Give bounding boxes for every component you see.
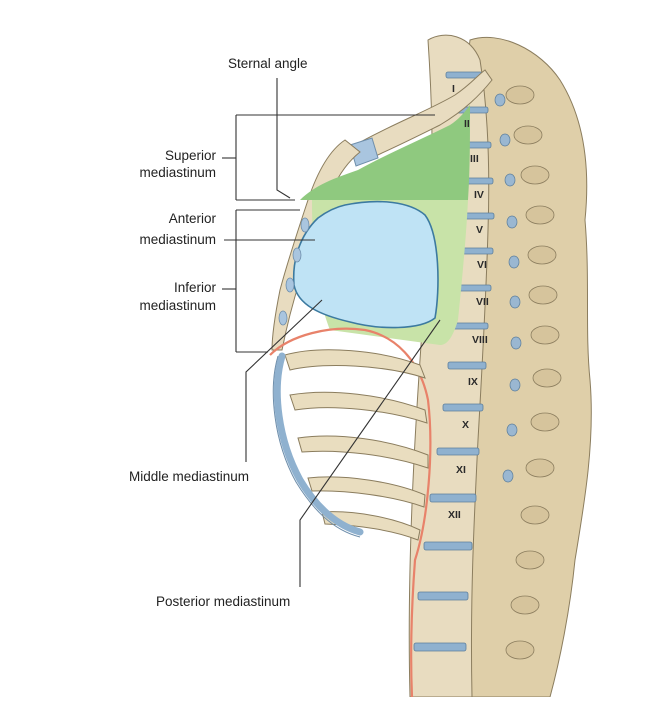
- rib: [284, 349, 426, 379]
- anterior-mediastinum-label: Anterior: [169, 211, 217, 226]
- facet-knob: [513, 125, 543, 145]
- vertebra-label-xi: XI: [456, 464, 466, 476]
- foramen: [506, 215, 518, 229]
- facet-knob: [528, 285, 558, 305]
- middle-mediastinum-label: Middle mediastinum: [129, 469, 249, 484]
- labels: Sternal angle Superior mediastinum Anter…: [129, 56, 308, 609]
- anterior-mediastinum-label-2: mediastinum: [139, 232, 216, 247]
- foramen: [509, 378, 521, 392]
- facet-knob: [515, 550, 545, 570]
- middle-mediastinum-region: [292, 200, 439, 329]
- vertebra-label-vii: VII: [476, 296, 489, 308]
- vertebra-label-viii: VIII: [472, 334, 488, 346]
- foramen: [506, 423, 518, 437]
- foramen: [504, 173, 516, 187]
- vertebra-label-ii: II: [464, 118, 470, 130]
- foramen: [509, 295, 521, 309]
- vertebra-label-xii: XII: [448, 509, 461, 521]
- rib: [321, 511, 421, 541]
- sternal-angle-label: Sternal angle: [228, 56, 308, 71]
- facet-knob: [520, 505, 550, 525]
- facet-knob: [527, 245, 557, 265]
- vertebral-column: [408, 34, 592, 698]
- annotation-lines: [222, 78, 441, 587]
- clavicle: [354, 69, 493, 163]
- facet-knob: [525, 458, 555, 478]
- foramen: [499, 133, 511, 147]
- foramen: [494, 93, 506, 107]
- costal-cartilage: [272, 355, 361, 538]
- manubrium-joint: [349, 137, 379, 167]
- vertebra-label-v: V: [476, 224, 483, 236]
- diaphragm-outline: [269, 327, 432, 698]
- lower-ribs: [272, 349, 429, 541]
- superior-mediastinum-region: [300, 105, 470, 200]
- intervertebral-disc: [436, 447, 480, 456]
- intervertebral-disc: [417, 591, 469, 601]
- inferior-mediastinum-label: Inferior: [174, 280, 217, 295]
- costal-notch: [292, 247, 302, 263]
- inferior-mediastinum-label-2: mediastinum: [139, 298, 216, 313]
- facet-knob: [530, 412, 560, 432]
- foramen: [510, 336, 522, 350]
- vertebra-label-x: X: [462, 419, 469, 431]
- rib: [289, 391, 428, 424]
- rib: [307, 476, 426, 508]
- costal-notch: [285, 277, 295, 293]
- rib: [297, 435, 429, 469]
- intervertebral-disc: [423, 541, 473, 551]
- intervertebral-disc: [451, 322, 489, 330]
- vertebra-label-iv: IV: [474, 189, 484, 201]
- middle-leader: [245, 299, 323, 462]
- posterior-leader: [299, 319, 441, 587]
- costal-cartilage: [273, 352, 364, 536]
- facet-knob: [505, 85, 535, 105]
- sternal-angle-leader: [276, 78, 291, 199]
- facet-knob: [510, 595, 540, 615]
- intervertebral-disc: [413, 642, 467, 652]
- costal-notch: [278, 310, 288, 326]
- intervertebral-disc: [429, 493, 477, 503]
- vertebra-label-vi: VI: [477, 259, 487, 271]
- foramen: [502, 469, 514, 483]
- superior-mediastinum-label-2: mediastinum: [139, 165, 216, 180]
- facet-knob: [520, 165, 550, 185]
- inferior-bracket: [235, 209, 300, 353]
- vertebra-label-iii: III: [470, 153, 479, 165]
- foramen: [508, 255, 520, 269]
- facet-knob: [530, 325, 560, 345]
- posterior-mediastinum-label: Posterior mediastinum: [156, 594, 290, 609]
- intervertebral-disc: [447, 361, 487, 370]
- intervertebral-disc: [442, 403, 484, 412]
- superior-mediastinum-label: Superior: [165, 148, 217, 163]
- facet-knob: [505, 640, 535, 660]
- vertebra-label-ix: IX: [468, 376, 478, 388]
- facet-knob: [525, 205, 555, 225]
- costal-notch: [300, 217, 310, 233]
- vertebra-label-i: I: [452, 83, 455, 95]
- facet-knob: [532, 368, 562, 388]
